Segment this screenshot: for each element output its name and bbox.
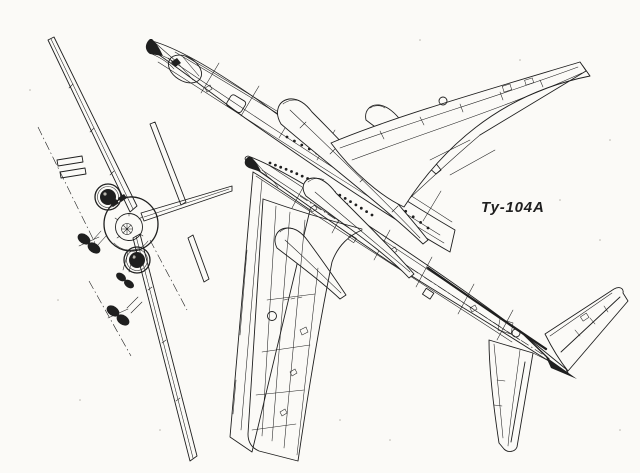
bottom-view-drawing — [244, 155, 629, 462]
aircraft-type-label: Ту-104А — [481, 199, 545, 216]
bottom-view-port-wing — [247, 198, 363, 462]
nose-gear — [116, 251, 134, 289]
engine-intake — [94, 183, 122, 211]
fuselage-cross-section — [103, 194, 159, 252]
glazed-nose — [244, 156, 279, 188]
paper-speckles — [29, 39, 621, 441]
top-view-starboard-wing — [330, 61, 591, 208]
top-view-drawing — [145, 39, 591, 453]
landing-gear — [106, 296, 143, 326]
landing-gear — [77, 230, 107, 254]
tail-surfaces — [488, 287, 629, 452]
glazed-nose — [145, 39, 179, 70]
reference-flag — [59, 167, 87, 179]
reference-flag — [56, 155, 84, 167]
front-view-drawing — [37, 36, 233, 462]
